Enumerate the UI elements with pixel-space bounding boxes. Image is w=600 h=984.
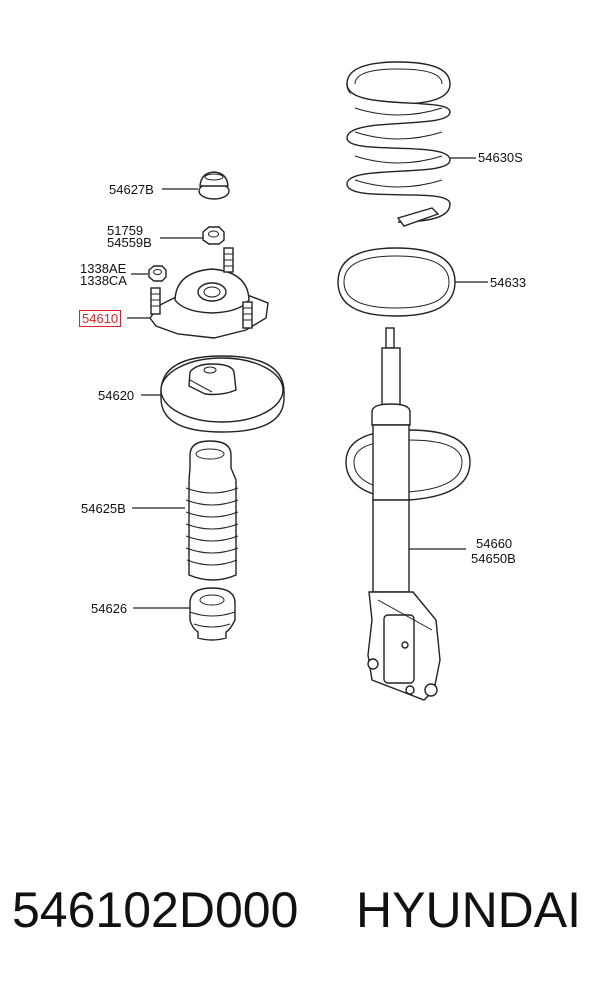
label-54620: 54620: [98, 388, 135, 403]
part-54633-spring-pad: [337, 247, 456, 317]
leader-lines: [127, 157, 488, 609]
part-54630S-coil-spring: [346, 61, 451, 227]
label-54633: 54633: [490, 275, 527, 290]
part-54660-strut-assembly: [345, 327, 471, 701]
exploded-parts-diagram: [127, 61, 488, 701]
part-54620-spring-seat: [160, 355, 285, 433]
footer-brand: HYUNDAI: [356, 882, 582, 938]
label-54559B: 54559B: [107, 235, 152, 250]
label-54660: 54660: [476, 536, 513, 551]
part-51759-nut: [202, 226, 225, 245]
part-1338AE-nut: [148, 265, 167, 282]
label-1338CA: 1338CA: [80, 273, 127, 288]
part-54626-bump-stopper: [189, 587, 236, 641]
label-51759: 51759: [107, 223, 144, 238]
label-54626: 54626: [91, 601, 128, 616]
label-54625B: 54625B: [81, 501, 126, 516]
label-54627B: 54627B: [109, 182, 154, 197]
label-54630S: 54630S: [478, 150, 523, 165]
part-54627B-cap: [198, 171, 230, 200]
label-54610-highlighted: 54610: [79, 310, 122, 327]
part-54625B-dust-boot: [185, 440, 239, 581]
footer-part-number: 546102D000: [12, 882, 299, 938]
part-54610-strut-mount: [149, 247, 269, 339]
label-1338AE: 1338AE: [80, 261, 127, 276]
label-54650B: 54650B: [471, 551, 516, 566]
